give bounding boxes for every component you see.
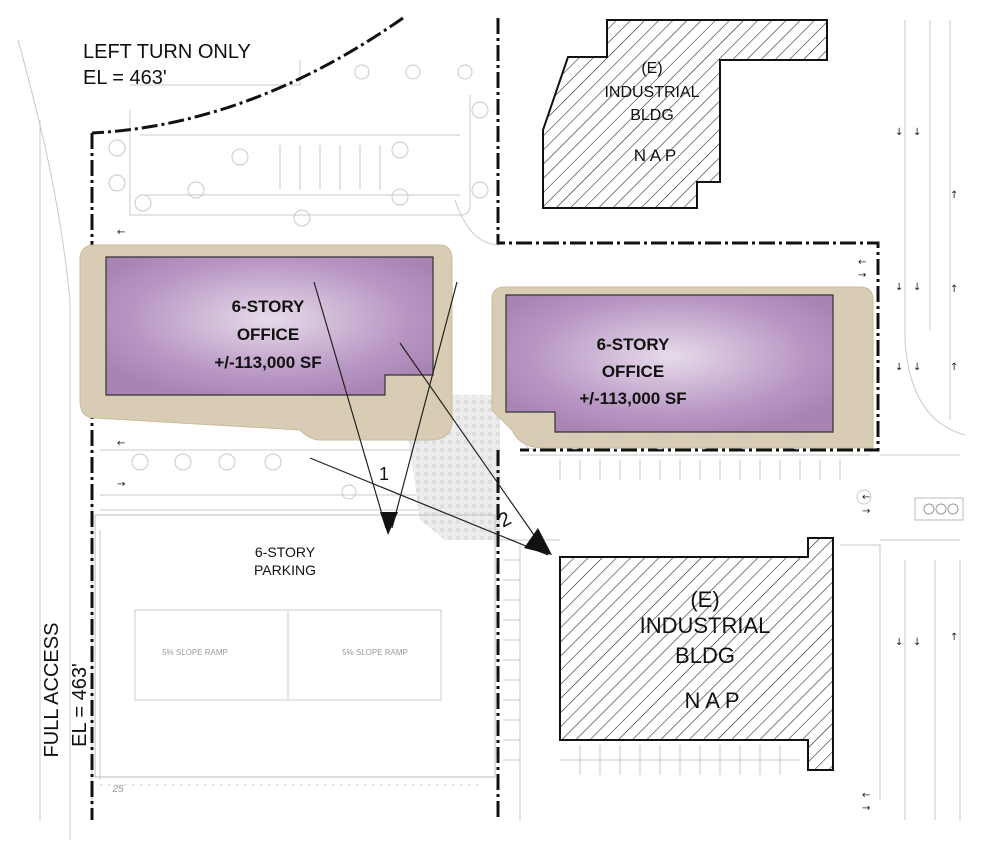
svg-text:←: ← [862, 790, 870, 801]
svg-text:→: → [862, 506, 870, 517]
industrial-bottom-label-3: BLDG [675, 643, 735, 668]
svg-text:↓: ↓ [913, 362, 921, 373]
svg-text:↓: ↓ [913, 127, 921, 138]
office-left-label-1: 6-STORY [232, 297, 305, 316]
view-number-1: 1 [379, 464, 389, 484]
industrial-building-bottom: (E) INDUSTRIAL BLDG N A P [559, 537, 834, 771]
svg-text:↓: ↓ [895, 282, 903, 293]
industrial-top-label-2: INDUSTRIAL [604, 84, 699, 101]
svg-text:↑: ↑ [950, 362, 958, 373]
industrial-bottom-label-2: INDUSTRIAL [640, 613, 771, 638]
full-access-label: FULL ACCESS EL = 463' [41, 623, 91, 758]
office-left-label-2: OFFICE [237, 325, 299, 344]
full-access-text: FULL ACCESS [41, 623, 63, 758]
parking-structure: 6-STORY PARKING 5% SLOPE RAMP 5% SLOPE R… [94, 514, 496, 795]
svg-text:←: ← [117, 438, 125, 449]
svg-text:←: ← [862, 492, 870, 503]
stall-count: 25 [111, 784, 124, 795]
svg-text:↑: ↑ [950, 284, 958, 295]
industrial-top-label-4: N A P [634, 146, 677, 165]
industrial-building-top: (E) INDUSTRIAL BLDG N A P [542, 19, 828, 209]
svg-text:→: → [858, 270, 866, 281]
svg-text:←: ← [117, 227, 125, 238]
traffic-arrows: ↓ ↓ ↑ ↓ ↓ ↑ ↓ ↓ ↑ ↓ ↓ ↑ ← → ← → ← → ← ← → [117, 127, 958, 814]
office-right-label-3: +/-113,000 SF [579, 389, 686, 408]
ramp-label-left: 5% SLOPE RAMP [162, 648, 228, 657]
office-left-label-3: +/-113,000 SF [214, 353, 321, 372]
industrial-top-label-3: BLDG [630, 107, 674, 124]
office-right-label-2: OFFICE [602, 362, 664, 381]
office-building-left: 6-STORY OFFICE +/-113,000 SF [79, 244, 453, 441]
view-cones [309, 281, 549, 556]
svg-text:↓: ↓ [895, 362, 903, 373]
svg-text:↑: ↑ [950, 632, 958, 643]
industrial-bottom-label-1: (E) [690, 587, 719, 612]
svg-text:→: → [117, 479, 125, 490]
svg-text:↓: ↓ [895, 127, 903, 138]
svg-text:↓: ↓ [913, 637, 921, 648]
traffic-signal-icon [914, 497, 964, 521]
industrial-bottom-label-4: N A P [684, 688, 739, 713]
svg-text:←: ← [858, 257, 866, 268]
svg-text:↓: ↓ [895, 637, 903, 648]
office-building-right: 6-STORY OFFICE +/-113,000 SF [491, 286, 874, 450]
industrial-top-label-1: (E) [641, 60, 662, 77]
svg-text:↑: ↑ [950, 190, 958, 201]
left-turn-label: LEFT TURN ONLY EL = 463' [83, 41, 251, 89]
left-turn-text: LEFT TURN ONLY [83, 41, 251, 63]
svg-text:↓: ↓ [913, 282, 921, 293]
view-arrow-2: 2 [495, 508, 552, 555]
parking-label-2: PARKING [254, 562, 316, 578]
ramp-label-right: 5% SLOPE RAMP [342, 648, 408, 657]
left-turn-elevation: EL = 463' [83, 67, 167, 89]
parking-label-1: 6-STORY [255, 544, 316, 560]
svg-text:→: → [862, 803, 870, 814]
office-right-label-1: 6-STORY [597, 335, 670, 354]
view-arrow-1: 1 [379, 464, 398, 535]
full-access-elevation: EL = 463' [69, 663, 91, 747]
